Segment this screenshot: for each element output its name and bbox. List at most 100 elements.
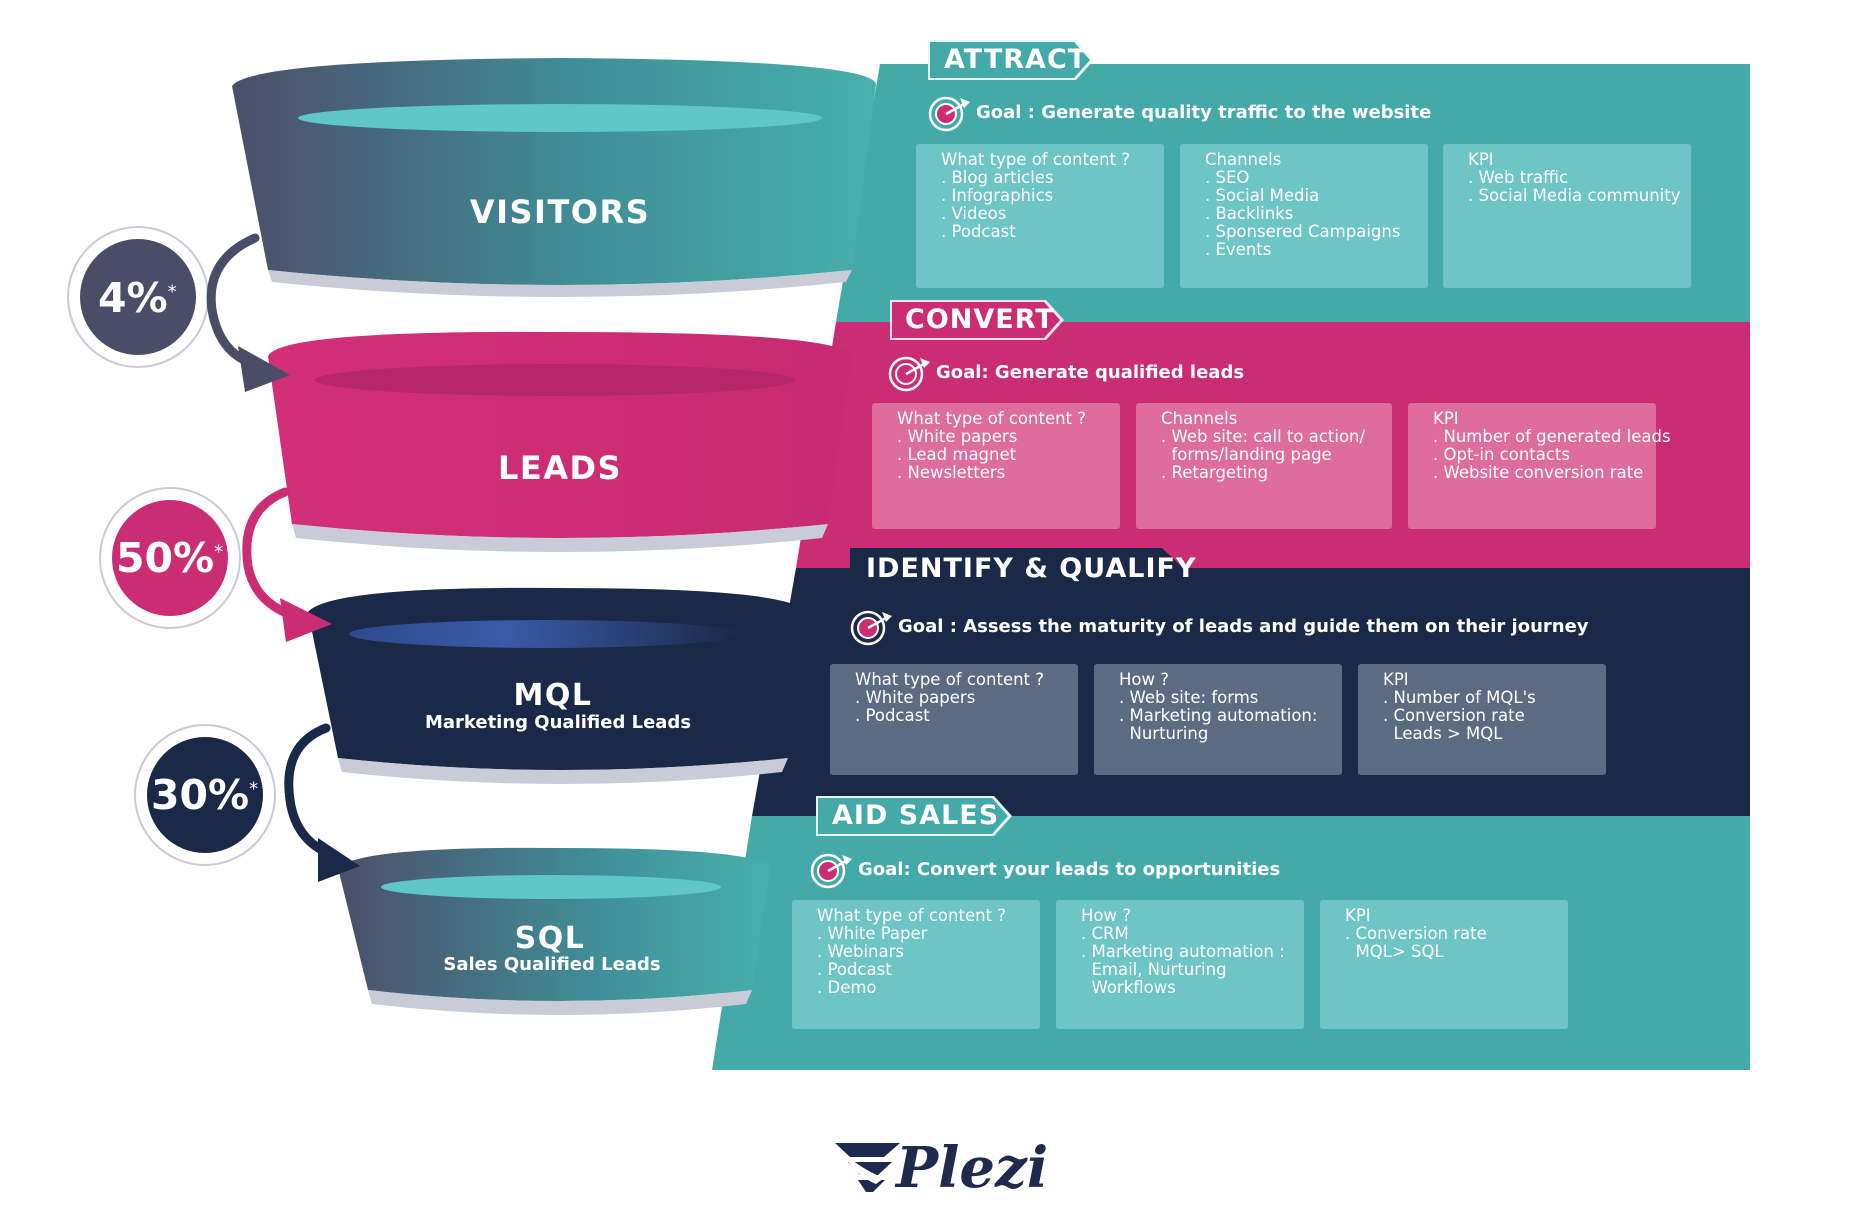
list-item: forms/landing page [1161, 445, 1332, 464]
list-item: . Podcast [817, 960, 892, 979]
box-list: . Number of generated leads . Opt-in con… [1433, 427, 1671, 482]
list-item: . Webinars [817, 942, 904, 961]
mql-cup [308, 587, 806, 784]
aid-sales-goal: Goal: Convert your leads to opportunitie… [810, 851, 1281, 889]
list-item: . Infographics [941, 186, 1054, 205]
identify-kpi-box: KPI . Number of MQL's . Conversion rate … [1358, 664, 1606, 775]
conversion-rate-mql-sql: 30%* [151, 775, 258, 816]
rate-circle-3 [134, 724, 276, 866]
box-list: . Conversion rate MQL> SQL [1345, 925, 1556, 961]
list-item: . Marketing automation: [1119, 706, 1318, 725]
plezi-logo: Plezi [896, 1135, 1049, 1201]
attract-title-tag-shape [928, 40, 1094, 80]
box-list: . Number of MQL's . Conversion rate Lead… [1383, 689, 1594, 743]
attract-kpi-box: KPI . Web traffic . Social Media communi… [1443, 144, 1691, 288]
list-item: Leads > MQL [1383, 724, 1503, 743]
rate-asterisk: * [167, 281, 177, 303]
list-item: . Number of generated leads [1433, 427, 1671, 446]
conversion-rate-visitors-leads: 4%* [98, 278, 177, 319]
list-item: . Number of MQL's [1383, 688, 1536, 707]
list-item: . White papers [855, 688, 976, 707]
box-heading: What type of content ? [817, 906, 1007, 925]
attract-goal: Goal : Generate quality traffic to the w… [928, 94, 1432, 132]
list-item: . Opt-in contacts [1433, 445, 1571, 464]
stage-mql-sublabel: Marketing Qualified Leads [424, 712, 692, 733]
attract-goal-text: Goal : Generate quality traffic to the w… [976, 101, 1432, 123]
rate-asterisk: * [249, 778, 259, 800]
box-heading: What type of content ? [897, 409, 1087, 428]
identify-title: IDENTIFY & QUALIFY [866, 553, 1197, 584]
aid-sales-how-box: How ? . CRM . Marketing automation : Ema… [1056, 900, 1304, 1029]
convert-channels-box: Channels . Web site: call to action/ for… [1136, 403, 1392, 529]
list-item: . Conversion rate [1383, 706, 1525, 725]
stage-sql-sublabel: Sales Qualified Leads [443, 954, 661, 975]
box-list: . Web traffic . Social Media community [1468, 168, 1681, 205]
target-icon [928, 94, 970, 132]
list-item: . Podcast [941, 222, 1016, 241]
rate-circle-2 [99, 487, 241, 629]
rate-asterisk: * [214, 541, 224, 563]
list-item: . Sponsered Campaigns [1205, 222, 1401, 241]
plezi-wing-icon [835, 1143, 900, 1192]
list-item: . White papers [897, 427, 1018, 446]
box-heading: KPI [1345, 906, 1371, 925]
list-item: MQL> SQL [1345, 942, 1444, 961]
target-icon [810, 851, 852, 889]
list-item: . CRM [1081, 924, 1129, 943]
arrow-leads-to-mql [242, 487, 332, 642]
aid-sales-kpi-box: KPI . Conversion rate MQL> SQL [1320, 900, 1568, 1029]
list-item: . Marketing automation : [1081, 942, 1285, 961]
rate-circle-1 [67, 226, 209, 368]
convert-title: CONVERT [905, 304, 1055, 335]
arrow-visitors-to-leads [206, 233, 290, 392]
list-item: . Web site: forms [1119, 688, 1259, 707]
convert-goal: Goal: Generate qualified leads [888, 354, 1245, 392]
list-item: . Backlinks [1205, 204, 1294, 223]
box-list: . White papers . Podcast [855, 689, 1066, 725]
list-item: . Events [1205, 240, 1272, 259]
rate-value: 30% [151, 771, 250, 819]
stage-sql-label: SQL [514, 921, 586, 956]
attract-content-box: What type of content ? . Blog articles .… [916, 144, 1164, 288]
box-heading: What type of content ? [941, 150, 1131, 169]
identify-title-tag-shape [850, 548, 1184, 590]
target-icon [850, 608, 892, 646]
box-heading: What type of content ? [855, 670, 1045, 689]
list-item: . Social Media community [1468, 186, 1681, 205]
list-item: . Newsletters [897, 463, 1006, 482]
list-item: . Retargeting [1161, 463, 1269, 482]
convert-content-box: What type of content ? . White papers . … [872, 403, 1120, 529]
visitors-cup [232, 58, 876, 297]
list-item: . Web site: call to action/ [1161, 427, 1366, 446]
list-item: . White Paper [817, 924, 928, 943]
target-icon [888, 354, 930, 392]
list-item: . Conversion rate [1345, 924, 1487, 943]
aid-sales-content-box: What type of content ? . White Paper . W… [792, 900, 1040, 1029]
box-list: . CRM . Marketing automation : Email, Nu… [1081, 925, 1292, 997]
identify-goal-text: Goal : Assess the maturity of leads and … [898, 615, 1589, 637]
identify-goal: Goal : Assess the maturity of leads and … [850, 608, 1589, 646]
convert-title-tag-shape [890, 300, 1064, 340]
aid-sales-goal-text: Goal: Convert your leads to opportunitie… [858, 858, 1281, 880]
box-list: . Web site: call to action/ forms/landin… [1161, 428, 1380, 482]
box-list: . Blog articles . Infographics . Videos … [941, 169, 1152, 241]
sql-cup [338, 847, 770, 1015]
stage-visitors-label: VISITORS [469, 193, 651, 231]
convert-goal-text: Goal: Generate qualified leads [936, 361, 1245, 383]
list-item: . Demo [817, 978, 877, 997]
convert-kpi-box: KPI . Number of generated leads . Opt-in… [1408, 403, 1671, 529]
attract-channels-box: Channels . SEO . Social Media . Backlink… [1180, 144, 1428, 288]
list-item: Email, Nurturing [1081, 960, 1227, 979]
stage-leads-label: LEADS [497, 449, 623, 487]
list-item: Workflows [1081, 978, 1176, 997]
identify-how-box: How ? . Web site: forms . Marketing auto… [1094, 664, 1342, 775]
rate-value: 50% [116, 534, 215, 582]
box-list: . Web site: forms . Marketing automation… [1119, 689, 1330, 743]
list-item: . SEO [1205, 168, 1250, 187]
box-heading: How ? [1119, 670, 1169, 689]
conversion-rate-leads-mql: 50%* [116, 538, 223, 579]
list-item: . Web traffic [1468, 168, 1569, 187]
aid-sales-title-tag-shape [816, 796, 1012, 836]
stage-mql-label: MQL [513, 678, 593, 713]
